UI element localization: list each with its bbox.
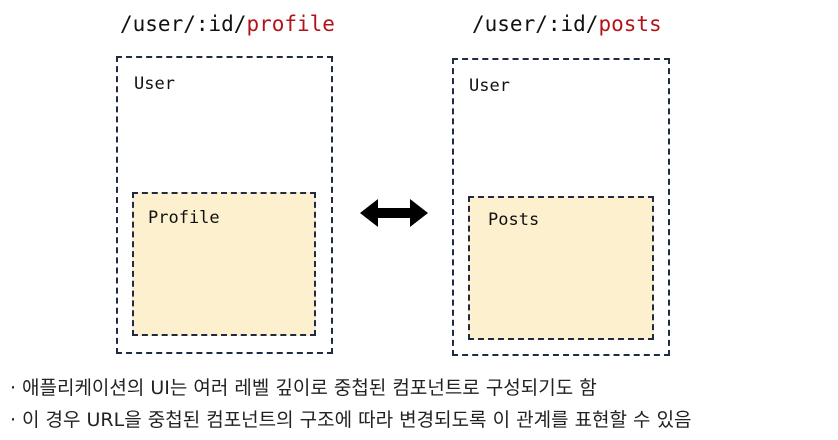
left-route-highlight: profile bbox=[246, 12, 335, 36]
right-user-label: User bbox=[469, 76, 510, 96]
double-headed-arrow-icon bbox=[360, 199, 428, 227]
right-route-title: /user/:id/posts bbox=[472, 12, 662, 36]
bullet-marker: · bbox=[9, 409, 17, 431]
description-item: ·이 경우 URL을 중첩된 컴포넌트의 구조에 따라 변경되도록 이 관계를 … bbox=[4, 404, 692, 436]
left-user-box: User bbox=[116, 56, 333, 354]
description-text: 애플리케이션의 UI는 여러 레벨 깊이로 중첩된 컴포넌트로 구성되기도 함 bbox=[22, 377, 597, 399]
right-user-box: User bbox=[452, 58, 670, 356]
left-route-title: /user/:id/profile bbox=[120, 12, 335, 36]
left-user-label: User bbox=[134, 74, 175, 94]
right-posts-label: Posts bbox=[488, 210, 540, 230]
description-text: 이 경우 URL을 중첩된 컴포넌트의 구조에 따라 변경되도록 이 관계를 표… bbox=[22, 409, 692, 431]
left-profile-box: Profile bbox=[132, 192, 316, 336]
right-posts-box: Posts bbox=[468, 196, 654, 340]
bullet-marker: · bbox=[9, 377, 17, 399]
right-route-prefix: /user/:id/ bbox=[472, 12, 599, 36]
description-item: ·애플리케이션의 UI는 여러 레벨 깊이로 중첩된 컴포넌트로 구성되기도 함 bbox=[4, 372, 692, 404]
description-list: ·애플리케이션의 UI는 여러 레벨 깊이로 중첩된 컴포넌트로 구성되기도 함… bbox=[4, 372, 692, 436]
right-route-highlight: posts bbox=[598, 12, 662, 36]
left-route-prefix: /user/:id/ bbox=[120, 12, 247, 36]
left-profile-label: Profile bbox=[148, 208, 220, 228]
